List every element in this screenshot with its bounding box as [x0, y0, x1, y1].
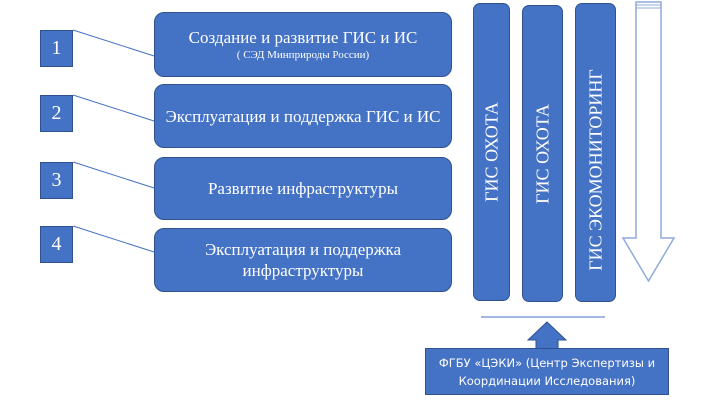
step-number-4: 4: [40, 226, 73, 263]
down-arrow: [621, 1, 676, 283]
activity-title: Эксплуатация и поддержка ГИС и ИС: [165, 106, 441, 126]
system-label: ГИС ОХОТА: [532, 103, 552, 204]
system-bar-1: ГИС ОХОТА: [473, 3, 510, 301]
step-number-2: 2: [40, 95, 73, 132]
organization-box: ФГБУ «ЦЭКИ» (Центр Экспертизы и Координа…: [425, 348, 669, 395]
activity-subtitle: ( СЭД Минприроды России): [236, 49, 370, 61]
activity-title: Эксплуатация и поддержка инфраструктуры: [204, 240, 402, 280]
connector-line-2: [72, 94, 155, 122]
system-bar-2: ГИС ОХОТА: [522, 5, 563, 302]
step-number-3: 3: [40, 162, 73, 199]
connector-line-3: [72, 161, 155, 189]
activity-box-2: Эксплуатация и поддержка ГИС и ИС: [154, 84, 452, 148]
system-label: ГИС ОХОТА: [481, 102, 501, 202]
activity-box-4: Эксплуатация и поддержка инфраструктуры: [154, 228, 452, 292]
system-bar-3: ГИС ЭКОМОНИТОРИНГ: [575, 3, 616, 302]
activity-title: Развитие инфраструктуры: [207, 179, 399, 198]
system-label: ГИС ЭКОМОНИТОРИНГ: [585, 69, 605, 272]
connector-line-4: [72, 225, 155, 253]
activity-title: Создание и развитие ГИС и ИС: [188, 28, 418, 47]
up-arrow: [526, 321, 568, 350]
organization-label: ФГБУ «ЦЭКИ» (Центр Экспертизы и Координа…: [438, 355, 656, 388]
activity-box-3: Развитие инфраструктуры: [154, 157, 452, 220]
activity-box-1: Создание и развитие ГИС и ИС ( СЭД Минпр…: [154, 12, 452, 77]
step-number-1: 1: [40, 30, 73, 67]
connector-line-1: [72, 29, 155, 57]
